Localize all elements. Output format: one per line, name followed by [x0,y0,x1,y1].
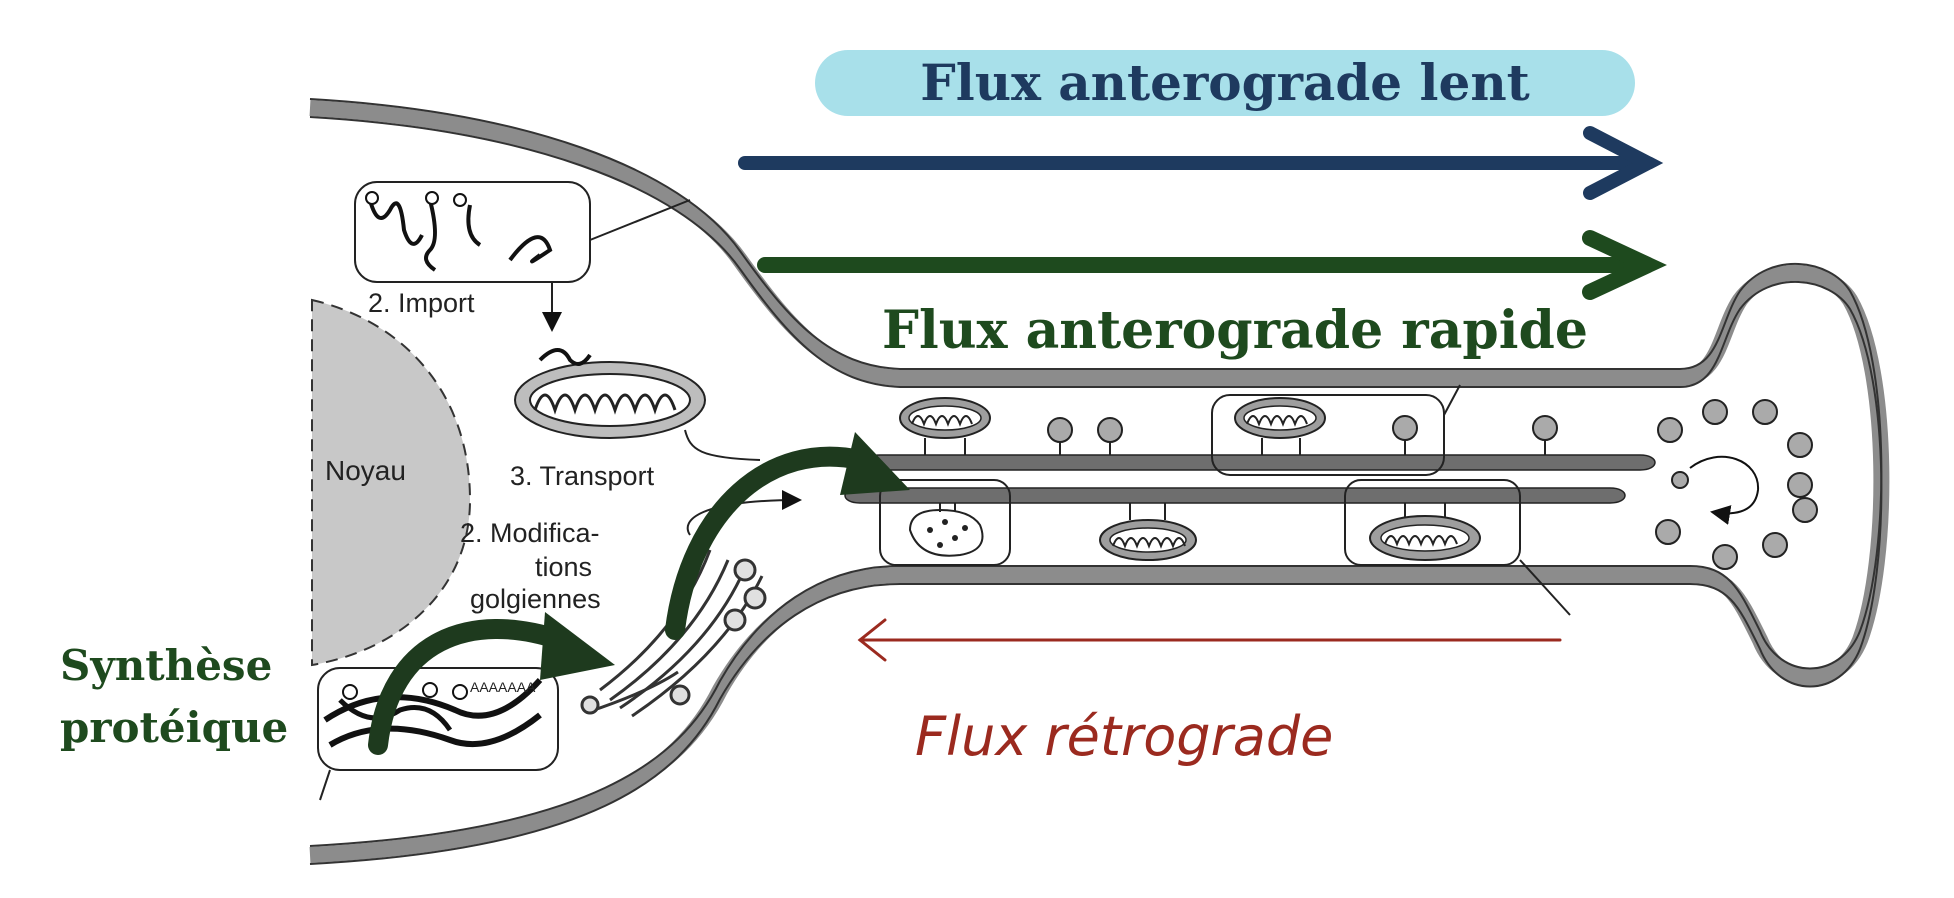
detail-box-1 [1211,394,1445,476]
retro-flux-arrow [857,618,1562,662]
slow-flux-banner [815,50,1635,116]
step-transport-label: 3. Transport [510,461,655,491]
autophagosome [908,503,984,557]
step-golgi-label-2: tions [535,552,592,582]
slow-flux-arrow [738,126,1664,200]
mitochondrion-soma [514,348,706,439]
synthesis-to-golgi-arrow [368,612,615,755]
recycling-arrow [1689,455,1760,525]
cell-membrane [309,98,1890,865]
axon-vesicles-upper [1047,415,1558,455]
axon-mitochondrion-2 [1234,397,1326,455]
fast-flux-label: Flux anterograde rapide [882,300,1588,361]
microtubules [844,454,1656,504]
detail-box-3 [1344,479,1521,566]
axon-mitochondrion-4 [1369,503,1481,561]
fast-flux-arrow [757,230,1667,300]
step-golgi-label-1: 2. Modifica- [460,518,600,548]
nucleus-label: Noyau [325,455,406,486]
detail-box-2 [879,479,1011,566]
step-golgi-label-3: golgiennes [470,584,601,614]
import-box [354,181,691,283]
terminal-vesicles [1655,399,1818,570]
step-import-label: 2. Import [368,288,475,318]
retro-flux-label: Flux rétrograde [915,705,1333,768]
microtubule-upper [864,454,1656,471]
axon-mitochondrion-3 [1099,503,1197,561]
golgi-to-axon-arrow [665,432,910,640]
axon-mitochondrion-1 [899,397,991,455]
slow-flux-label: Flux anterograde lent [920,53,1530,112]
synthesis-box: AAAAAAA [317,667,559,801]
microtubule-lower [844,487,1626,504]
synthesis-label-1: Synthèse [60,641,272,690]
nucleus [311,298,472,667]
polya-label: AAAAAAA [470,679,536,695]
synthesis-label-2: protéique [60,703,288,752]
